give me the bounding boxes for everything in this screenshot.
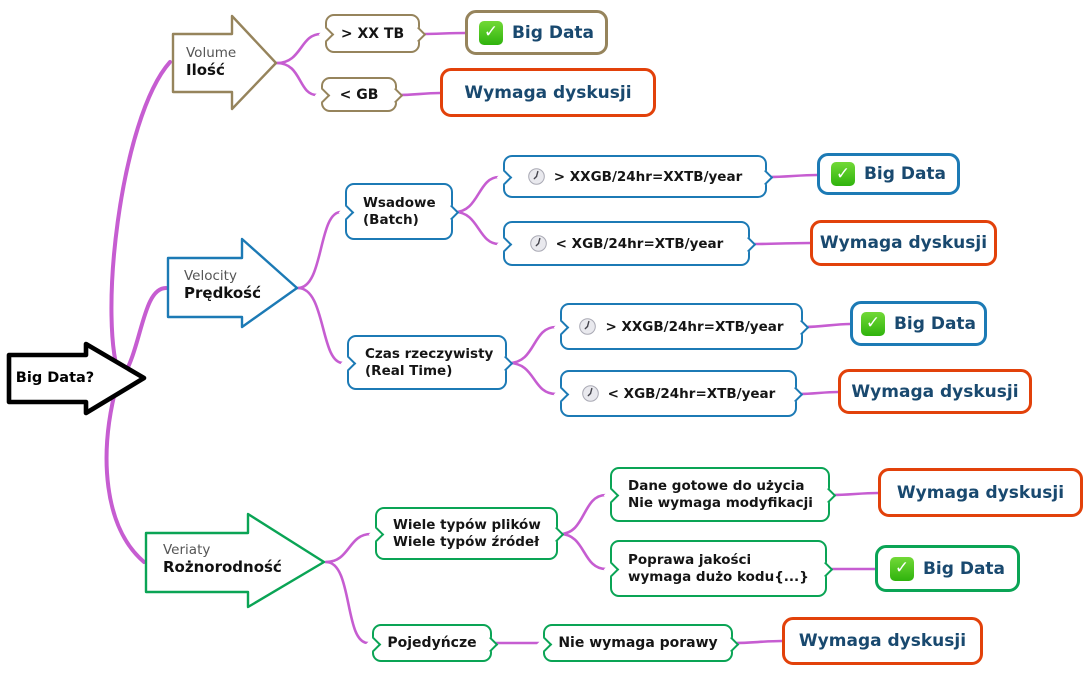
result-batch-big-data[interactable]: ✓ Big Data [817,153,960,195]
node-realtime-gt[interactable]: > XXGB/24hr=XTB/year [560,303,803,350]
connector [797,390,840,396]
result-single-discussion[interactable]: Wymaga dyskusji [782,617,983,665]
result-label: Wymaga dyskusji [851,381,1019,402]
connector [453,210,501,246]
check-icon: ✓ [478,20,503,45]
node-label: > XXGB/24hr=XXTB/year [553,168,743,185]
node-label: < XGB/24hr=XTB/year [555,235,724,252]
connector [275,32,323,65]
connector [733,639,784,645]
node-batch[interactable]: Wsadowe (Batch) [345,183,453,240]
node-label: Poprawa jakości [628,551,752,568]
connector [830,491,880,497]
check-icon: ✓ [830,162,855,186]
connector-root-variety [104,382,146,564]
node-label: (Real Time) [365,362,453,379]
node-label: Nie wymaga modyfikacji [628,494,813,511]
connector [453,175,501,214]
variety-arrow-shape[interactable] [144,512,326,609]
result-realtime-discussion[interactable]: Wymaga dyskusji [838,369,1032,414]
connector [558,493,608,536]
node-multi-types[interactable]: Wiele typów plików Wiele typów źródeł [375,507,558,560]
check-icon: ✓ [860,311,885,336]
result-label: Wymaga dyskusji [464,82,632,103]
root-arrow-shape[interactable] [6,341,147,416]
node-quality-code[interactable]: Poprawa jakości wymaga dużo kodu{...} [610,540,827,597]
node-label: wymaga dużo kodu{...} [628,568,809,585]
node-volume-lt[interactable]: < GB [321,77,397,112]
result-realtime-big-data[interactable]: ✓ Big Data [850,301,987,346]
node-realtime-lt[interactable]: < XGB/24hr=XTB/year [560,370,797,417]
node-label: Wiele typów źródeł [393,533,540,550]
connector [767,173,819,179]
velocity-arrow-shape[interactable] [166,237,299,329]
node-label: Czas rzeczywisty [365,345,494,362]
node-label: (Batch) [363,211,419,228]
clock-icon [581,385,599,402]
node-label: < GB [339,86,379,103]
connector [558,532,608,571]
node-volume-gt[interactable]: > XX TB [325,14,420,53]
clock-icon [579,318,597,335]
node-realtime[interactable]: Czas rzeczywisty (Real Time) [347,335,507,390]
connector [324,532,373,564]
result-label: Big Data [893,313,977,334]
result-ready-discussion[interactable]: Wymaga dyskusji [878,468,1083,517]
connector [397,91,442,97]
connector [275,61,319,97]
result-label: Wymaga dyskusji [819,233,988,253]
result-label: Big Data [922,558,1006,579]
connector [420,31,467,36]
connector [324,560,370,645]
result-label: Wymaga dyskusji [896,482,1065,503]
result-label: Big Data [511,22,595,43]
node-label: > XX TB [340,25,405,42]
node-label: Wsadowe [363,194,436,211]
node-label: Pojedyńcze [387,635,477,651]
node-label: < XGB/24hr=XTB/year [607,385,776,402]
connector [296,286,345,365]
result-label: Wymaga dyskusji [798,631,967,651]
node-data-ready[interactable]: Dane gotowe do użycia Nie wymaga modyfik… [610,467,830,522]
connector [507,361,558,396]
volume-arrow-shape[interactable] [171,14,278,111]
connector [750,241,812,246]
clock-icon [529,235,547,252]
result-volume-big-data[interactable]: ✓ Big Data [465,10,608,55]
node-batch-gt[interactable]: > XXGB/24hr=XXTB/year [503,155,767,198]
clock-icon [527,168,545,185]
connector [296,210,343,290]
node-no-correction[interactable]: Nie wymaga porawy [543,624,733,662]
result-label: Big Data [863,164,947,184]
node-label: Nie wymaga porawy [558,635,718,651]
result-quality-big-data[interactable]: ✓ Big Data [875,545,1020,592]
connector-root-volume [109,60,172,382]
result-batch-discussion[interactable]: Wymaga dyskusji [810,220,997,266]
connector [803,322,852,329]
result-volume-discussion[interactable]: Wymaga dyskusji [440,68,656,117]
node-label: Wiele typów plików [393,516,541,533]
node-label: > XXGB/24hr=XTB/year [605,318,784,335]
node-single[interactable]: Pojedyńcze [372,624,492,662]
node-batch-lt[interactable]: < XGB/24hr=XTB/year [503,221,750,266]
connector [507,325,558,365]
check-icon: ✓ [889,556,914,581]
node-label: Dane gotowe do użycia [628,477,805,494]
